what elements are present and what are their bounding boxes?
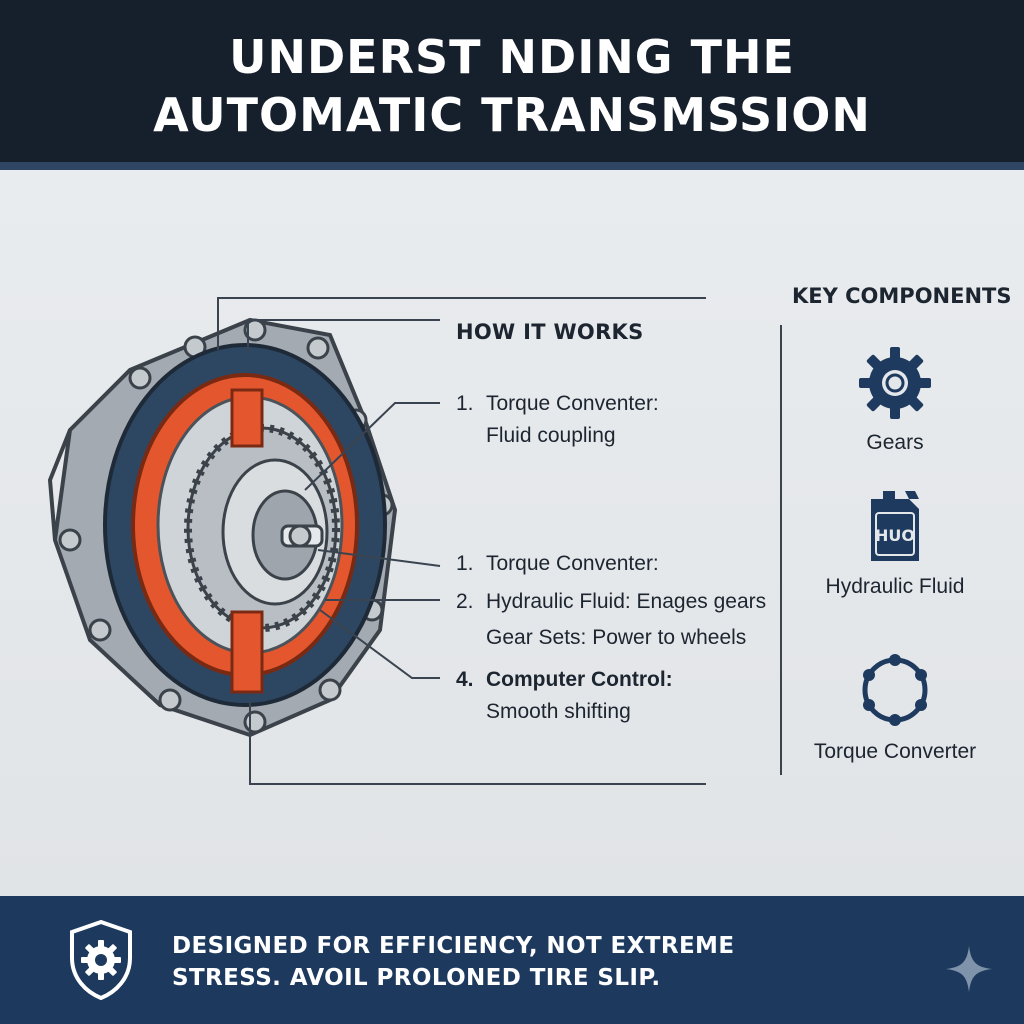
step-name: Torque Conventer:: [486, 552, 659, 575]
key-component-gears: Gears: [780, 345, 1010, 455]
key-component-label: Torque Converter: [813, 740, 977, 763]
shield-gear-icon: [70, 919, 132, 1001]
key-components-divider: [780, 325, 782, 775]
key-component-torque-converter: Torque Converter: [780, 650, 1010, 764]
header-banner: [0, 0, 1024, 170]
key-component-label: Gears: [866, 431, 924, 454]
footer-line1: DESIGNED FOR EFFICIENCY, NOT EXTREME: [172, 933, 735, 959]
gear-icon: [859, 347, 931, 419]
page-title-line1: UNDERST NDING THE: [229, 30, 795, 84]
page-title-line2: AUTOMATIC TRANSMSSION: [153, 88, 871, 142]
fluid-canister-icon: HUO: [871, 491, 919, 561]
leader-line-step1b: [317, 549, 441, 567]
key-components-title: KEY COMPONENTS: [792, 284, 1012, 308]
leader-line-frame-bottom: [249, 700, 706, 785]
key-component-hydraulic-fluid: HUO Hydraulic Fluid: [780, 485, 1010, 599]
transmission-housing: [47, 317, 398, 738]
step-torque-converter: 1. Torque Conventer: Fluid coupling: [456, 388, 659, 452]
step-torque-converter-repeat: 1. Torque Conventer:: [456, 548, 659, 580]
leader-line-top-inner: [247, 319, 440, 352]
sparkle-icon: [946, 946, 992, 992]
footer-banner: [0, 896, 1024, 1024]
step-description: Fluid coupling: [486, 424, 616, 447]
how-it-works-title: HOW IT WORKS: [456, 320, 644, 344]
leader-line-step1: [304, 402, 440, 491]
step-number: 1.: [456, 392, 474, 415]
step-name: Hydraulic Fluid: Enages gears: [486, 590, 767, 613]
page-title: UNDERST NDING THE AUTOMATIC TRANSMSSION: [0, 28, 1024, 144]
fluid-canister-text: HUO: [875, 526, 915, 545]
step-number: 2.: [456, 590, 474, 613]
torque-converter-ring-icon: [862, 654, 928, 726]
footer-line2: STRESS. AVOIL PROLONED TIRE SLIP.: [172, 965, 661, 991]
step-description: Smooth shifting: [486, 700, 631, 723]
step-name: Computer Control:: [486, 668, 673, 691]
leader-lines: [217, 297, 706, 785]
step-description: Gear Sets: Power to wheels: [486, 626, 747, 649]
step-computer-control: 4. Computer Control: Smooth shifting: [456, 664, 673, 728]
leader-line-frame-top: [217, 297, 706, 350]
step-number: 4.: [456, 668, 474, 691]
footer-warning-text: DESIGNED FOR EFFICIENCY, NOT EXTREME STR…: [172, 930, 734, 994]
key-component-label: Hydraulic Fluid: [825, 575, 965, 598]
leader-line-step3: [319, 609, 440, 679]
step-name: Torque Conventer:: [486, 392, 659, 415]
step-hydraulic-fluid: 2. Hydraulic Fluid: Enages gears Gear Set…: [456, 586, 766, 654]
step-number: 1.: [456, 552, 474, 575]
